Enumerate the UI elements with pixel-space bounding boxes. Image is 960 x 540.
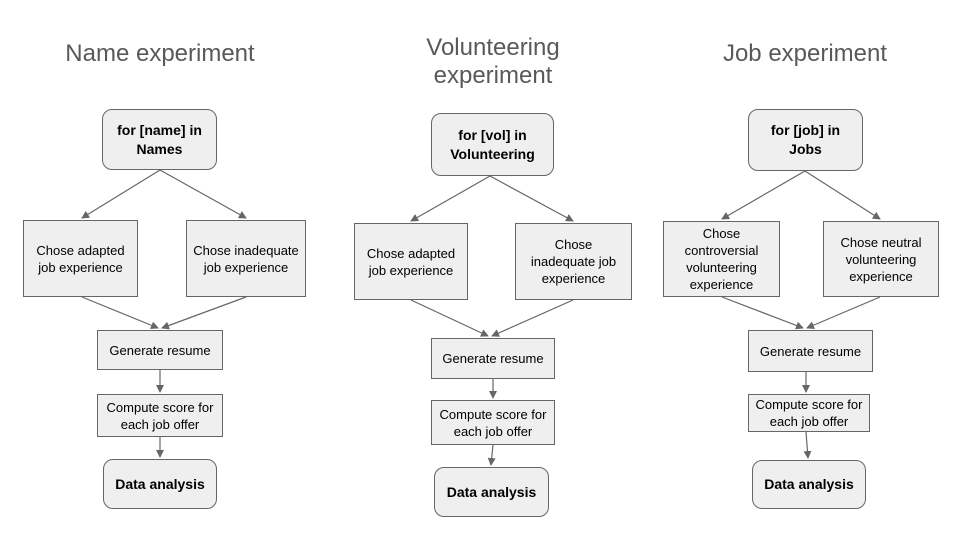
left-option-box: Chose controversial volunteering experie… bbox=[663, 221, 780, 297]
column-title: Name experiment bbox=[65, 40, 255, 67]
column-title: Volunteering experiment bbox=[426, 34, 560, 89]
arrow bbox=[489, 175, 574, 222]
arrow bbox=[721, 296, 804, 330]
arrow bbox=[721, 170, 806, 220]
arrow bbox=[410, 175, 491, 222]
compute-score-box: Compute score for each job offer bbox=[97, 394, 223, 437]
generate-resume-box: Generate resume bbox=[431, 338, 555, 379]
generate-resume-box: Generate resume bbox=[97, 330, 223, 370]
arrow bbox=[81, 169, 161, 219]
data-analysis-box: Data analysis bbox=[103, 459, 217, 509]
arrow bbox=[803, 431, 812, 459]
right-option-box: Chose inadequate job experience bbox=[515, 223, 632, 300]
right-option-box: Chose inadequate job experience bbox=[186, 220, 306, 297]
right-option-box: Chose neutral volunteering experience bbox=[823, 221, 939, 297]
arrow bbox=[806, 296, 881, 329]
arrow bbox=[487, 444, 496, 466]
loop-box: for [vol] in Volunteering bbox=[431, 113, 554, 176]
arrow bbox=[804, 170, 881, 220]
compute-score-box: Compute score for each job offer bbox=[748, 394, 870, 432]
loop-box: for [job] in Jobs bbox=[748, 109, 863, 171]
left-option-box: Chose adapted job experience bbox=[354, 223, 468, 300]
loop-box: for [name] in Names bbox=[102, 109, 217, 170]
column-title: Job experiment bbox=[722, 40, 888, 67]
arrow bbox=[159, 169, 247, 219]
arrow bbox=[81, 296, 159, 330]
arrow bbox=[161, 296, 247, 330]
compute-score-box: Compute score for each job offer bbox=[431, 400, 555, 445]
data-analysis-box: Data analysis bbox=[752, 460, 866, 509]
left-option-box: Chose adapted job experience bbox=[23, 220, 138, 297]
arrow bbox=[410, 299, 489, 337]
arrow bbox=[491, 299, 574, 337]
generate-resume-box: Generate resume bbox=[748, 330, 873, 372]
data-analysis-box: Data analysis bbox=[434, 467, 549, 517]
